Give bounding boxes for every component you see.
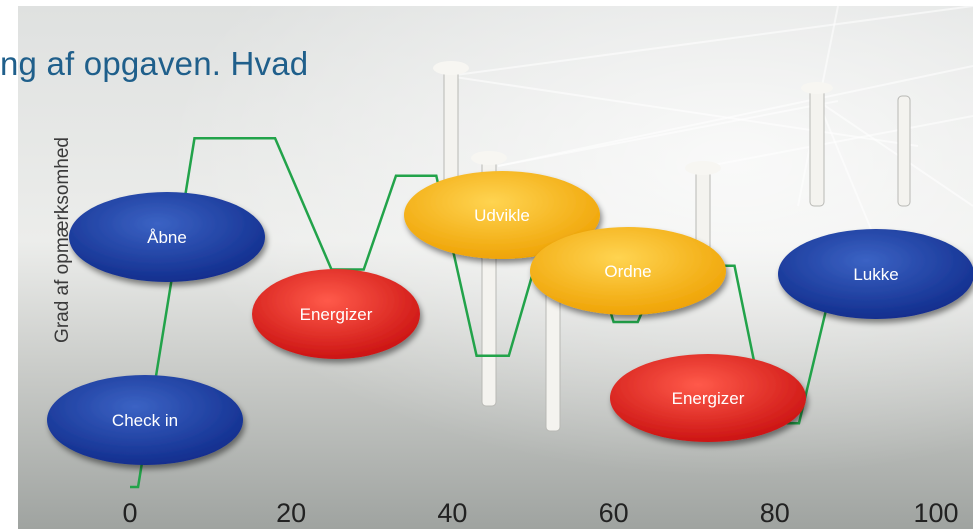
phase-label: Lukke [853,265,898,284]
phase-bubble [252,269,420,359]
x-tick-label: 100 [913,498,959,528]
phase-bubble [69,192,265,282]
phase-bubble [404,171,600,259]
phase-label: Energizer [300,305,373,324]
x-tick-label: 20 [276,498,307,528]
phase-label: Ordne [604,262,651,281]
x-tick-label: 0 [122,498,138,528]
phase-bubble [530,227,726,315]
phase-label: Check in [112,411,178,430]
x-tick-label: 60 [598,498,629,528]
phase-energizer-2: Energizer [252,269,420,359]
phase--bne-1: Åbne [69,192,265,282]
x-tick-label: 80 [759,498,790,528]
phase-bubble [47,375,243,465]
phase-bubble [778,229,973,319]
phase-label: Energizer [672,389,745,408]
phase-label: Åbne [147,228,187,247]
phase-lukke-6: Lukke [778,229,973,319]
phase-label: Udvikle [474,206,530,225]
phase-energizer-5: Energizer [610,354,806,442]
phase-check-in-0: Check in [47,375,243,465]
phase-ordne-4: Ordne [530,227,726,315]
phase-udvikle-3: Udvikle [404,171,600,259]
x-tick-label: 40 [437,498,468,528]
slide-headline: ng af opgaven. Hvad [0,45,309,82]
phase-bubble [610,354,806,442]
